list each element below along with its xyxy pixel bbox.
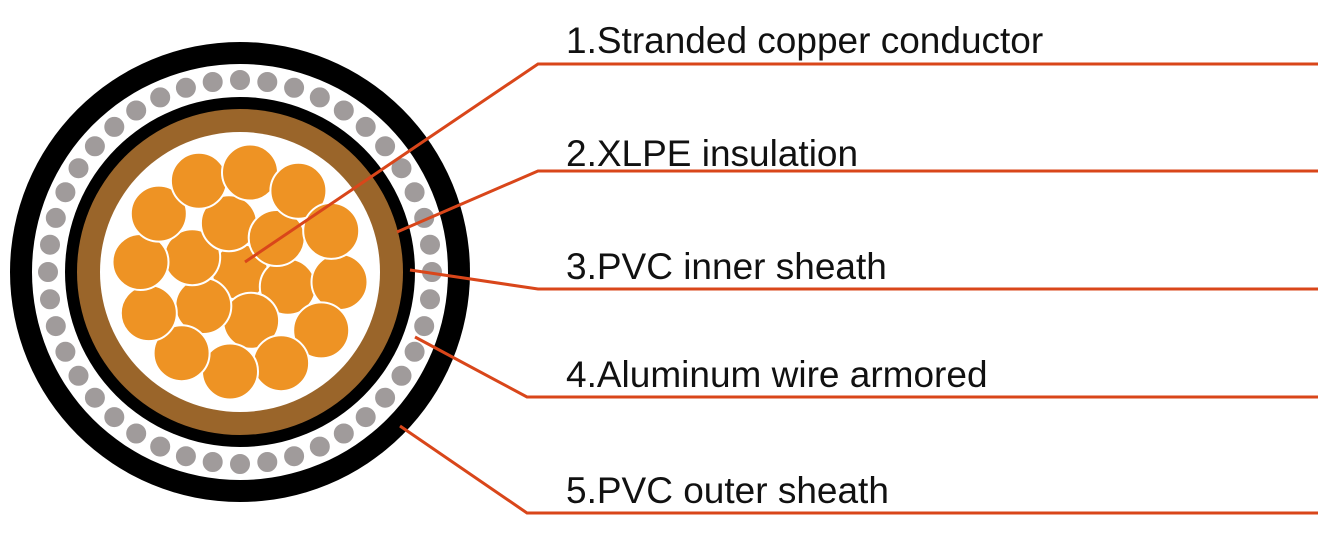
armor-wire [389, 363, 414, 388]
armor-wire [38, 232, 62, 257]
label-pvc-inner-sheath: 3.PVC inner sheath [566, 246, 887, 287]
armor-wire [307, 434, 332, 459]
armor-wire [373, 385, 398, 410]
armor-wire [402, 339, 427, 364]
armor-wire [255, 70, 280, 94]
aluminum-armor-wires [36, 68, 444, 476]
armor-wire [173, 444, 198, 469]
leader-line-inner-sheath [409, 268, 1318, 291]
label-pvc-outer-sheath: 5.PVC outer sheath [566, 470, 889, 511]
copper-strand [129, 184, 188, 243]
armor-wire [412, 314, 437, 339]
armor-wire [282, 75, 307, 100]
armor-wire [331, 98, 356, 123]
armor-wire [148, 434, 173, 459]
copper-strand [152, 324, 211, 383]
armor-wire [148, 85, 173, 110]
label-aluminum-wire-armored: 4.Aluminum wire armored [566, 354, 988, 395]
leader-line-conductor [244, 62, 1318, 264]
armor-wire [82, 385, 107, 410]
armor-wire [36, 260, 60, 284]
copper-strand [169, 151, 228, 210]
armor-wire [200, 450, 225, 474]
copper-strand [252, 334, 311, 393]
armor-wire [307, 85, 332, 110]
copper-strand [119, 284, 178, 343]
armor-wire [124, 421, 149, 446]
armor-wire [102, 114, 127, 139]
copper-strand [292, 301, 351, 360]
armor-wire [418, 232, 442, 257]
armor-wire [255, 450, 280, 474]
armor-wire [418, 287, 442, 312]
armor-wire [43, 205, 68, 230]
armor-wire [66, 156, 91, 181]
armor-wire [82, 134, 107, 159]
armor-wire [373, 134, 398, 159]
copper-conductor-strands [111, 143, 369, 401]
armor-wire [102, 405, 127, 430]
label-stranded-copper-conductor: 1.Stranded copper conductor [566, 20, 1043, 61]
armor-wire [53, 339, 78, 364]
armor-wire [402, 180, 427, 205]
copper-strand [269, 161, 328, 220]
leader-line-insulation [396, 169, 1318, 234]
armor-wire [282, 444, 307, 469]
armor-wire [353, 405, 378, 430]
armor-wire [331, 421, 356, 446]
copper-strand [302, 201, 361, 260]
armor-wire [228, 68, 252, 92]
labels: 1.Stranded copper conductor 2.XLPE insul… [566, 20, 1043, 511]
leader-line-outer-sheath [399, 424, 1318, 515]
cable-cross-section [10, 42, 470, 502]
armor-wire [173, 75, 198, 100]
armor-wire [228, 452, 252, 476]
armor-wire [43, 314, 68, 339]
armor-wire [200, 70, 225, 94]
label-xlpe-insulation: 2.XLPE insulation [566, 133, 858, 174]
leader-lines [244, 62, 1318, 515]
armor-wire [53, 180, 78, 205]
armor-wire [66, 363, 91, 388]
armor-wire [353, 114, 378, 139]
armor-wire [124, 98, 149, 123]
leader-line-armor [414, 335, 1318, 399]
armor-wire [38, 287, 62, 312]
